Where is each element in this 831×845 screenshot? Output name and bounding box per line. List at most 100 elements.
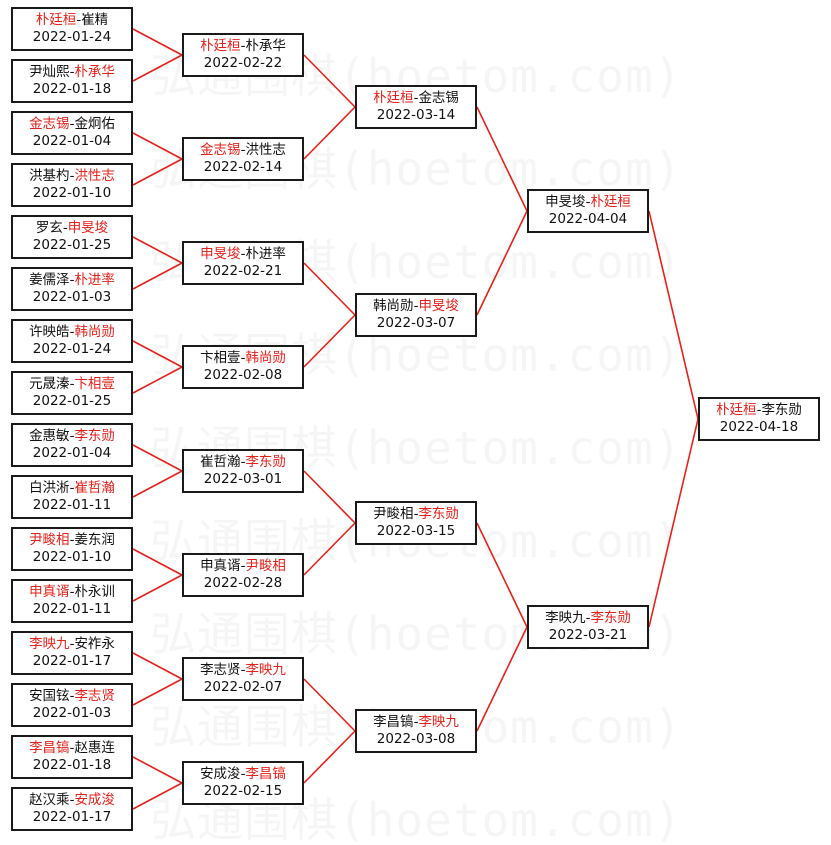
match-players: 李昌镐-赵惠连 bbox=[13, 740, 131, 757]
separator: - bbox=[240, 350, 246, 366]
player-two: 朴进率 bbox=[245, 246, 286, 262]
separator: - bbox=[69, 584, 75, 600]
separator: - bbox=[69, 740, 75, 756]
match-date: 2022-02-28 bbox=[203, 575, 283, 591]
player-one: 元晟溱 bbox=[29, 376, 70, 392]
connector-line bbox=[132, 574, 183, 602]
match-date: 2022-01-17 bbox=[32, 809, 112, 825]
separator: - bbox=[240, 246, 246, 262]
player-two: 申旻埈 bbox=[418, 298, 459, 314]
match-players: 申真谞-朴永训 bbox=[13, 584, 131, 601]
match-date: 2022-01-18 bbox=[32, 81, 112, 97]
match-date: 2022-04-04 bbox=[548, 211, 628, 227]
match-players: 朴廷桓-崔精 bbox=[13, 12, 131, 29]
player-one: 白洪淅 bbox=[29, 480, 70, 496]
player-one: 金志锡 bbox=[200, 142, 241, 158]
player-one: 申真谞 bbox=[29, 584, 70, 600]
player-two: 朴进率 bbox=[74, 272, 115, 288]
player-two: 姜东润 bbox=[74, 532, 115, 548]
match-players: 尹灿熙-朴承华 bbox=[13, 64, 131, 81]
match-players: 李映九-李东勋 bbox=[529, 610, 647, 627]
player-one: 卞相壹 bbox=[200, 350, 241, 366]
player-one: 安成浚 bbox=[200, 766, 241, 782]
connector-line bbox=[132, 236, 183, 264]
player-two: 安成浚 bbox=[74, 792, 115, 808]
match-date: 2022-03-15 bbox=[376, 523, 456, 539]
match-date: 2022-03-21 bbox=[548, 627, 628, 643]
separator: - bbox=[69, 792, 75, 808]
separator: - bbox=[240, 558, 246, 574]
connector-line bbox=[303, 730, 356, 784]
match-players: 崔哲瀚-李东勋 bbox=[184, 454, 302, 471]
player-one: 朴廷桓 bbox=[716, 402, 757, 418]
player-two: 尹畯相 bbox=[245, 558, 286, 574]
match-date: 2022-04-18 bbox=[719, 419, 799, 435]
player-one: 申真谞 bbox=[200, 558, 241, 574]
player-two: 洪性志 bbox=[245, 142, 286, 158]
match-players: 安国铉-李志贤 bbox=[13, 688, 131, 705]
player-two: 卞相壹 bbox=[74, 376, 115, 392]
player-two: 安祚永 bbox=[74, 636, 115, 652]
connector-line bbox=[132, 158, 183, 186]
separator: - bbox=[69, 688, 75, 704]
separator: - bbox=[69, 116, 75, 132]
player-one: 李映九 bbox=[29, 636, 70, 652]
separator: - bbox=[76, 12, 82, 28]
player-one: 申旻埈 bbox=[545, 194, 586, 210]
match-players: 李志贤-李映九 bbox=[184, 662, 302, 679]
match-date: 2022-01-24 bbox=[32, 29, 112, 45]
player-one: 朴廷桓 bbox=[35, 12, 77, 28]
player-one: 朴廷桓 bbox=[373, 90, 414, 106]
connector-line bbox=[132, 28, 183, 56]
connector-line bbox=[476, 106, 528, 212]
player-one: 李志贤 bbox=[200, 662, 241, 678]
match-players: 金惠敏-李东勋 bbox=[13, 428, 131, 445]
player-two: 李东勋 bbox=[761, 402, 802, 418]
match-date: 2022-02-08 bbox=[203, 367, 283, 383]
match-players: 白洪淅-崔哲瀚 bbox=[13, 480, 131, 497]
connector-line bbox=[303, 54, 356, 108]
match-date: 2022-01-10 bbox=[32, 185, 112, 201]
connector-line bbox=[303, 314, 356, 368]
match-date: 2022-01-04 bbox=[32, 445, 112, 461]
player-two: 李映九 bbox=[245, 662, 286, 678]
connector-line bbox=[303, 470, 356, 524]
connector-line bbox=[132, 678, 183, 706]
connector-line bbox=[132, 444, 183, 472]
connector-line bbox=[303, 262, 356, 316]
connector-line bbox=[132, 782, 183, 810]
match-date: 2022-01-24 bbox=[32, 341, 112, 357]
match-date: 2022-01-17 bbox=[32, 653, 112, 669]
